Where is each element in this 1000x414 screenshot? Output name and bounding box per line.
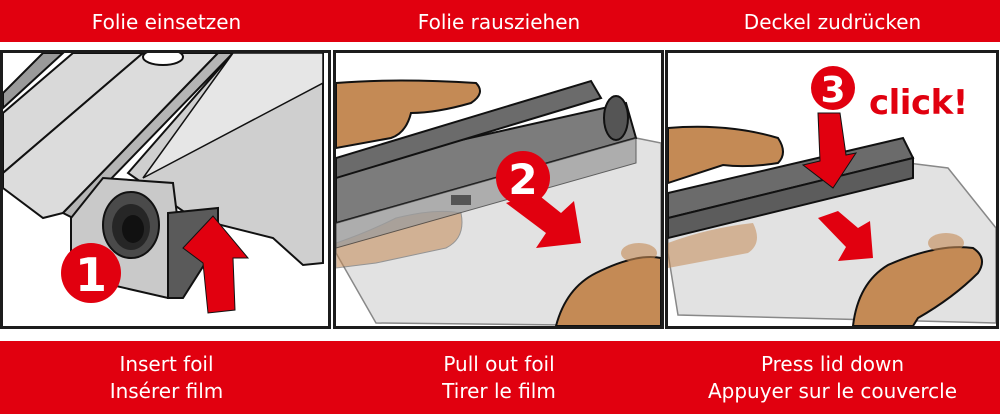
click-callout: click! bbox=[869, 83, 968, 123]
step-3-illustration: 3 click! bbox=[665, 50, 999, 329]
step-1-title: Folie einsetzen bbox=[0, 0, 333, 42]
step-2-captions: Pull out foil Tirer le film bbox=[333, 341, 665, 414]
step-2-title: Folie rausziehen bbox=[333, 0, 665, 42]
foil-dispenser-insert-icon: 1 bbox=[3, 53, 324, 314]
step-1-title-text: Folie einsetzen bbox=[91, 9, 242, 34]
step-1-illustration: 1 bbox=[0, 50, 331, 329]
step-2-caption-english: Pull out foil bbox=[443, 351, 555, 376]
step-3-caption-french: Appuyer sur le couvercle bbox=[707, 378, 958, 403]
step-2-caption-french: Tirer le film bbox=[442, 378, 556, 403]
step-1-captions: Insert foil Insérer film bbox=[0, 341, 333, 414]
press-lid-down-icon: 3 bbox=[668, 66, 996, 326]
step-1-caption-english: Insert foil bbox=[119, 351, 214, 376]
title-bar-german: Folie einsetzen Folie rausziehen Deckel … bbox=[0, 0, 1000, 42]
step-2-badge-number: 2 bbox=[508, 155, 537, 204]
step-1-badge-number: 1 bbox=[75, 248, 107, 302]
foil-pull-out-icon: 2 bbox=[336, 79, 661, 326]
step-3-badge-number: 3 bbox=[820, 70, 845, 111]
step-1-caption-french: Insérer film bbox=[109, 378, 224, 403]
step-3-caption-english: Press lid down bbox=[760, 351, 905, 376]
step-3-captions: Press lid down Appuyer sur le couvercle bbox=[665, 341, 1000, 414]
step-2-title-text: Folie rausziehen bbox=[417, 9, 581, 34]
step-3-title: Deckel zudrücken bbox=[665, 0, 1000, 42]
step-3-title-text: Deckel zudrücken bbox=[743, 9, 922, 34]
step-2-illustration: 2 bbox=[333, 50, 664, 329]
caption-bar-en-fr: Insert foil Insérer film Pull out foil T… bbox=[0, 341, 1000, 414]
